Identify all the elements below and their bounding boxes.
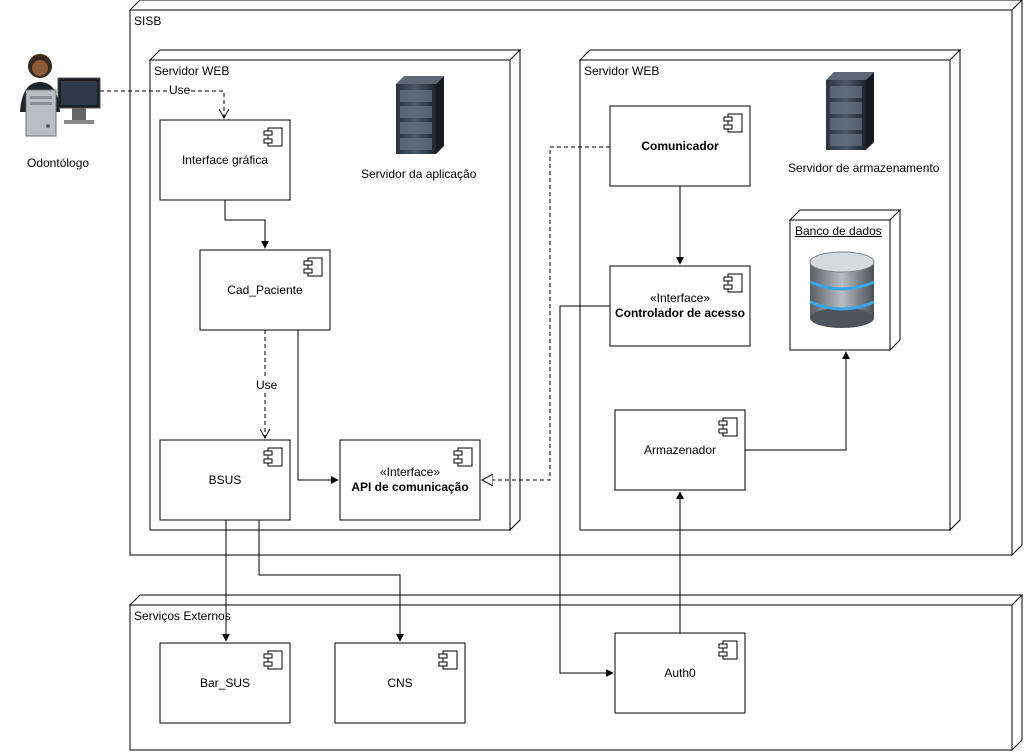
app-server-caption: Servidor da aplicação [361, 167, 477, 181]
node-label-database: Banco de dados [795, 224, 882, 238]
component-label: Controlador de acesso [614, 306, 746, 320]
component-box [159, 119, 291, 201]
component-label: API de comunicação [351, 480, 469, 494]
component-box [159, 439, 291, 521]
user-computer-icon [20, 54, 101, 137]
component-box [614, 409, 746, 491]
component-icon [723, 273, 743, 293]
component-icon [453, 447, 473, 467]
component-box [609, 265, 751, 347]
component-label: CNS [387, 675, 413, 690]
component-label: Interface gráfica [181, 152, 269, 167]
node-label-external-services: Serviços Externos [134, 609, 231, 623]
edge-use-actor [100, 90, 224, 118]
component-box [614, 632, 746, 714]
edge-interface-cad [224, 200, 269, 249]
component-icon [718, 640, 738, 660]
node-label-web-server-left: Servidor WEB [154, 64, 230, 78]
component-box [199, 249, 331, 331]
actor-label: Odontólogo [27, 156, 90, 170]
component-comunicador[interactable]: Comunicador [610, 106, 750, 186]
database-icon [809, 251, 875, 328]
component-icon [263, 127, 283, 147]
component-api-comunicacao[interactable]: «Interface» API de comunicação [340, 440, 480, 520]
component-stereotype: «Interface» [649, 291, 711, 305]
component-box [609, 105, 751, 187]
component-icon [263, 447, 283, 467]
server-rack-icon [396, 76, 444, 154]
component-box [339, 439, 481, 521]
component-label: BSUS [208, 472, 242, 487]
component-label: Bar_SUS [199, 675, 251, 690]
component-cad-paciente[interactable]: Cad_Paciente [200, 250, 330, 330]
edge-cad-api [297, 330, 339, 484]
component-box [334, 642, 466, 724]
edge-bsus-cns [258, 520, 404, 642]
storage-server-caption: Servidor de armazenamento [788, 161, 940, 175]
edge-label-use-actor: Use [168, 83, 192, 97]
component-box [159, 642, 291, 724]
component-label: Auth0 [664, 665, 696, 680]
component-icon [263, 650, 283, 670]
component-label: Armazenador [643, 442, 717, 457]
node-label-web-server-right: Servidor WEB [584, 64, 660, 78]
edge-controlador-auth0 [559, 305, 614, 677]
component-cns[interactable]: CNS [335, 643, 465, 723]
component-bar-sus[interactable]: Bar_SUS [160, 643, 290, 723]
component-stereotype: «Interface» [379, 465, 441, 479]
edge-armazenador-db [745, 351, 850, 451]
component-controlador-acesso[interactable]: «Interface» Controlador de acesso [610, 266, 750, 346]
component-interface-grafica[interactable]: Interface gráfica [160, 120, 290, 200]
edge-label-use-cad-bsus: Use [255, 378, 279, 392]
component-label: Comunicador [641, 138, 719, 153]
component-auth0[interactable]: Auth0 [615, 633, 745, 713]
edge-comunicador-api [482, 146, 610, 480]
component-icon [723, 113, 743, 133]
component-icon [718, 417, 738, 437]
component-label: Cad_Paciente [227, 282, 303, 297]
component-armazenador[interactable]: Armazenador [615, 410, 745, 490]
node-label-sisb: SISB [134, 14, 162, 28]
component-bsus[interactable]: BSUS [160, 440, 290, 520]
component-icon [438, 650, 458, 670]
component-icon [303, 257, 323, 277]
server-rack-icon [826, 72, 874, 150]
